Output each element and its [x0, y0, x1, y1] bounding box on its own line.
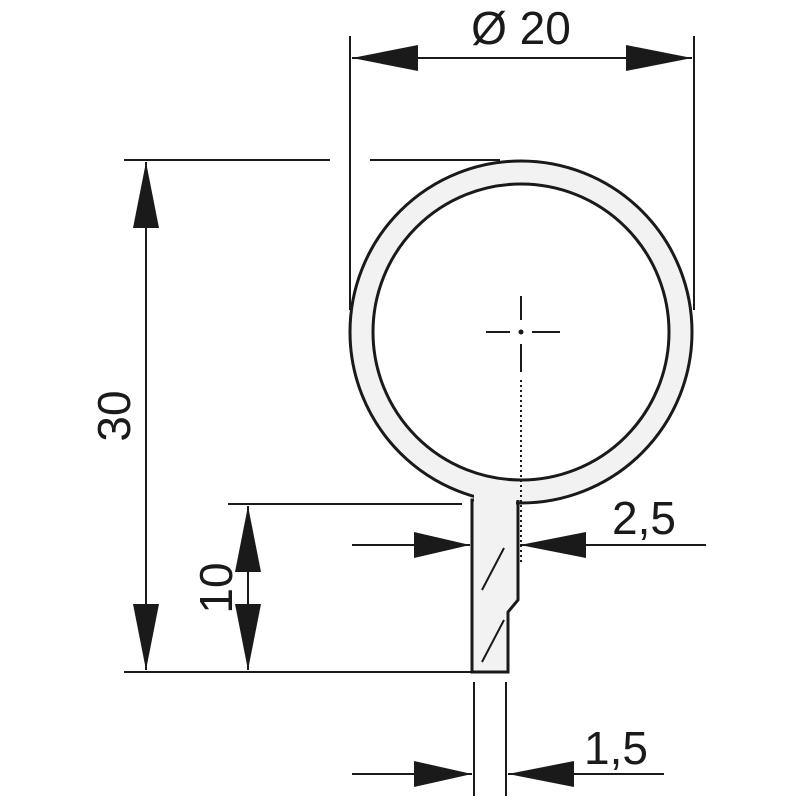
- web-hatch-2: [481, 619, 505, 663]
- arrow-right: [414, 761, 472, 787]
- dimension-web-height: 10: [190, 503, 462, 670]
- web-height-label: 10: [190, 562, 242, 613]
- web-hatch-1: [481, 547, 505, 591]
- center-mark: [486, 296, 560, 565]
- arrow-left: [520, 532, 586, 558]
- web-thickness-label: 2,5: [612, 492, 676, 544]
- profile-web-junction: [474, 488, 516, 508]
- dimension-total-height: 30: [88, 159, 500, 673]
- arrow-right: [414, 532, 470, 558]
- arrow-down: [133, 604, 159, 670]
- arrow-down: [235, 604, 261, 670]
- profile-web: [470, 498, 520, 674]
- arrow-left: [352, 45, 418, 71]
- diameter-label: Ø 20: [471, 2, 571, 54]
- profile-section: [348, 159, 694, 674]
- tip-thickness-label: 1,5: [584, 722, 648, 774]
- dimension-diameter: Ø 20: [349, 2, 695, 310]
- dimension-web-thickness: 2,5: [352, 492, 706, 558]
- arrow-up: [133, 162, 159, 228]
- dimension-tip-thickness: 1,5: [352, 682, 664, 796]
- total-height-label: 30: [88, 390, 140, 441]
- arrow-up: [235, 506, 261, 572]
- arrow-right: [626, 45, 692, 71]
- arrow-left: [508, 761, 574, 787]
